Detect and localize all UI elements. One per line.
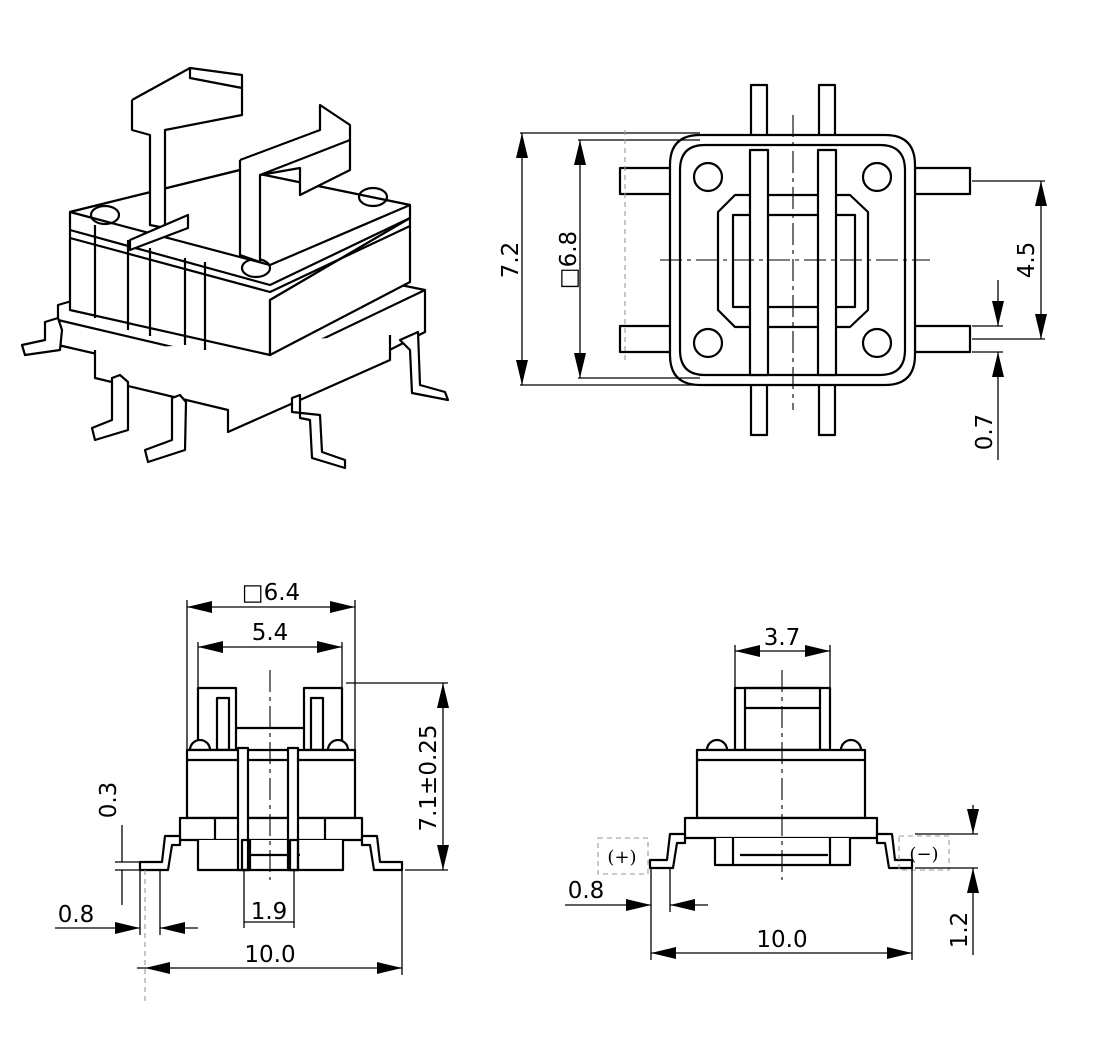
dim-side-top: 3.7 (764, 625, 801, 651)
dim-top-overall: 7.2 (498, 242, 524, 279)
dim-side-height: 1.2 (947, 912, 973, 949)
dim-side-lead-width: 0.8 (568, 878, 605, 904)
dim-front-pin-gap: 1.9 (251, 899, 288, 925)
dim-top-body: □6.8 (556, 231, 582, 289)
isometric-view (20, 66, 450, 470)
dim-side-span: 10.0 (756, 927, 807, 953)
front-view (55, 600, 449, 1005)
dim-top-pin-pitch: 4.5 (1014, 242, 1040, 279)
dim-front-standoff: 0.3 (96, 782, 122, 819)
polarity-plus-label: (+) (607, 847, 636, 868)
dim-front-top: 5.4 (252, 620, 289, 646)
polarity-minus-label: (−) (909, 844, 938, 865)
dim-front-height: 7.1±0.25 (416, 724, 442, 831)
top-view (516, 83, 1047, 460)
dim-front-span: 10.0 (244, 942, 295, 968)
dim-front-body: □6.4 (242, 580, 300, 606)
dim-front-lead-width: 0.8 (58, 902, 95, 928)
dim-top-pin-width: 0.7 (972, 414, 998, 451)
side-view (565, 645, 979, 960)
